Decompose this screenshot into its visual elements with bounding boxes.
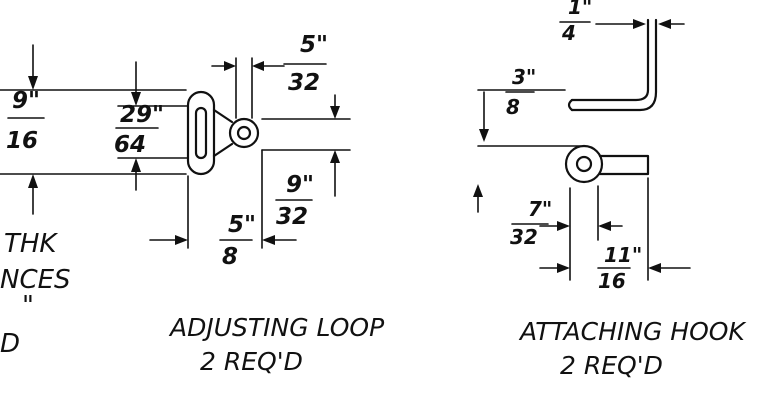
height-denominator: 16 — [6, 128, 38, 154]
attaching-hook-part — [564, 18, 658, 184]
loop-outline — [186, 90, 216, 176]
adjusting-loop-title: ADJUSTING LOOP — [168, 313, 385, 342]
adjusting-loop-dimensions — [0, 44, 351, 249]
hook-wire-outer — [570, 18, 650, 102]
loop-neck — [212, 108, 234, 158]
hook-wire-inner — [570, 18, 658, 112]
length-numerator: 11" — [604, 243, 642, 267]
note-line-2: NCES — [0, 265, 71, 295]
gap-numerator: 3" — [512, 65, 536, 89]
attaching-hook-dim-labels: 1" 4 3" 8 7" 32 11" 16 — [505, 0, 642, 293]
adjusting-loop-part — [186, 90, 260, 176]
loop-slot — [194, 106, 208, 160]
length-denominator: 16 — [598, 269, 626, 293]
adjusting-loop-qty: 2 REQ'D — [200, 347, 303, 376]
eye-denominator: 32 — [510, 225, 538, 249]
loop-eye — [228, 117, 260, 149]
hook-eye-hole — [575, 155, 593, 173]
attaching-hook-dimensions — [473, 19, 691, 281]
wire-denominator: 4 — [561, 21, 576, 45]
eye-numerator: 9" — [286, 172, 314, 198]
wire-numerator: 1" — [568, 0, 592, 19]
adjusting-loop-dim-labels: 9" 16 29" 64 5" 32 9" 32 5" 8 — [6, 32, 328, 270]
hook-tip — [567, 98, 574, 112]
hook-tab — [598, 154, 650, 176]
slot-denominator: 64 — [114, 132, 146, 158]
eye-numerator: 7" — [528, 197, 552, 221]
slot-numerator: 29" — [120, 102, 164, 128]
length-denominator: 8 — [222, 244, 238, 270]
note-line-1: THK — [4, 229, 58, 259]
gap-denominator: 8 — [506, 95, 520, 119]
note-line-3: " — [22, 291, 34, 321]
hook-eye — [564, 144, 604, 184]
attaching-hook-qty: 2 REQ'D — [560, 351, 663, 380]
loop-eye-hole — [236, 125, 252, 141]
height-numerator: 9" — [12, 88, 40, 114]
cropped-notes: THK NCES " D — [0, 229, 71, 359]
width-numerator: 5" — [300, 32, 328, 58]
width-denominator: 32 — [288, 70, 320, 96]
attaching-hook-title: ATTACHING HOOK — [518, 317, 747, 346]
length-numerator: 5" — [228, 212, 256, 238]
note-line-4: D — [0, 329, 20, 359]
eye-denominator: 32 — [276, 204, 308, 230]
